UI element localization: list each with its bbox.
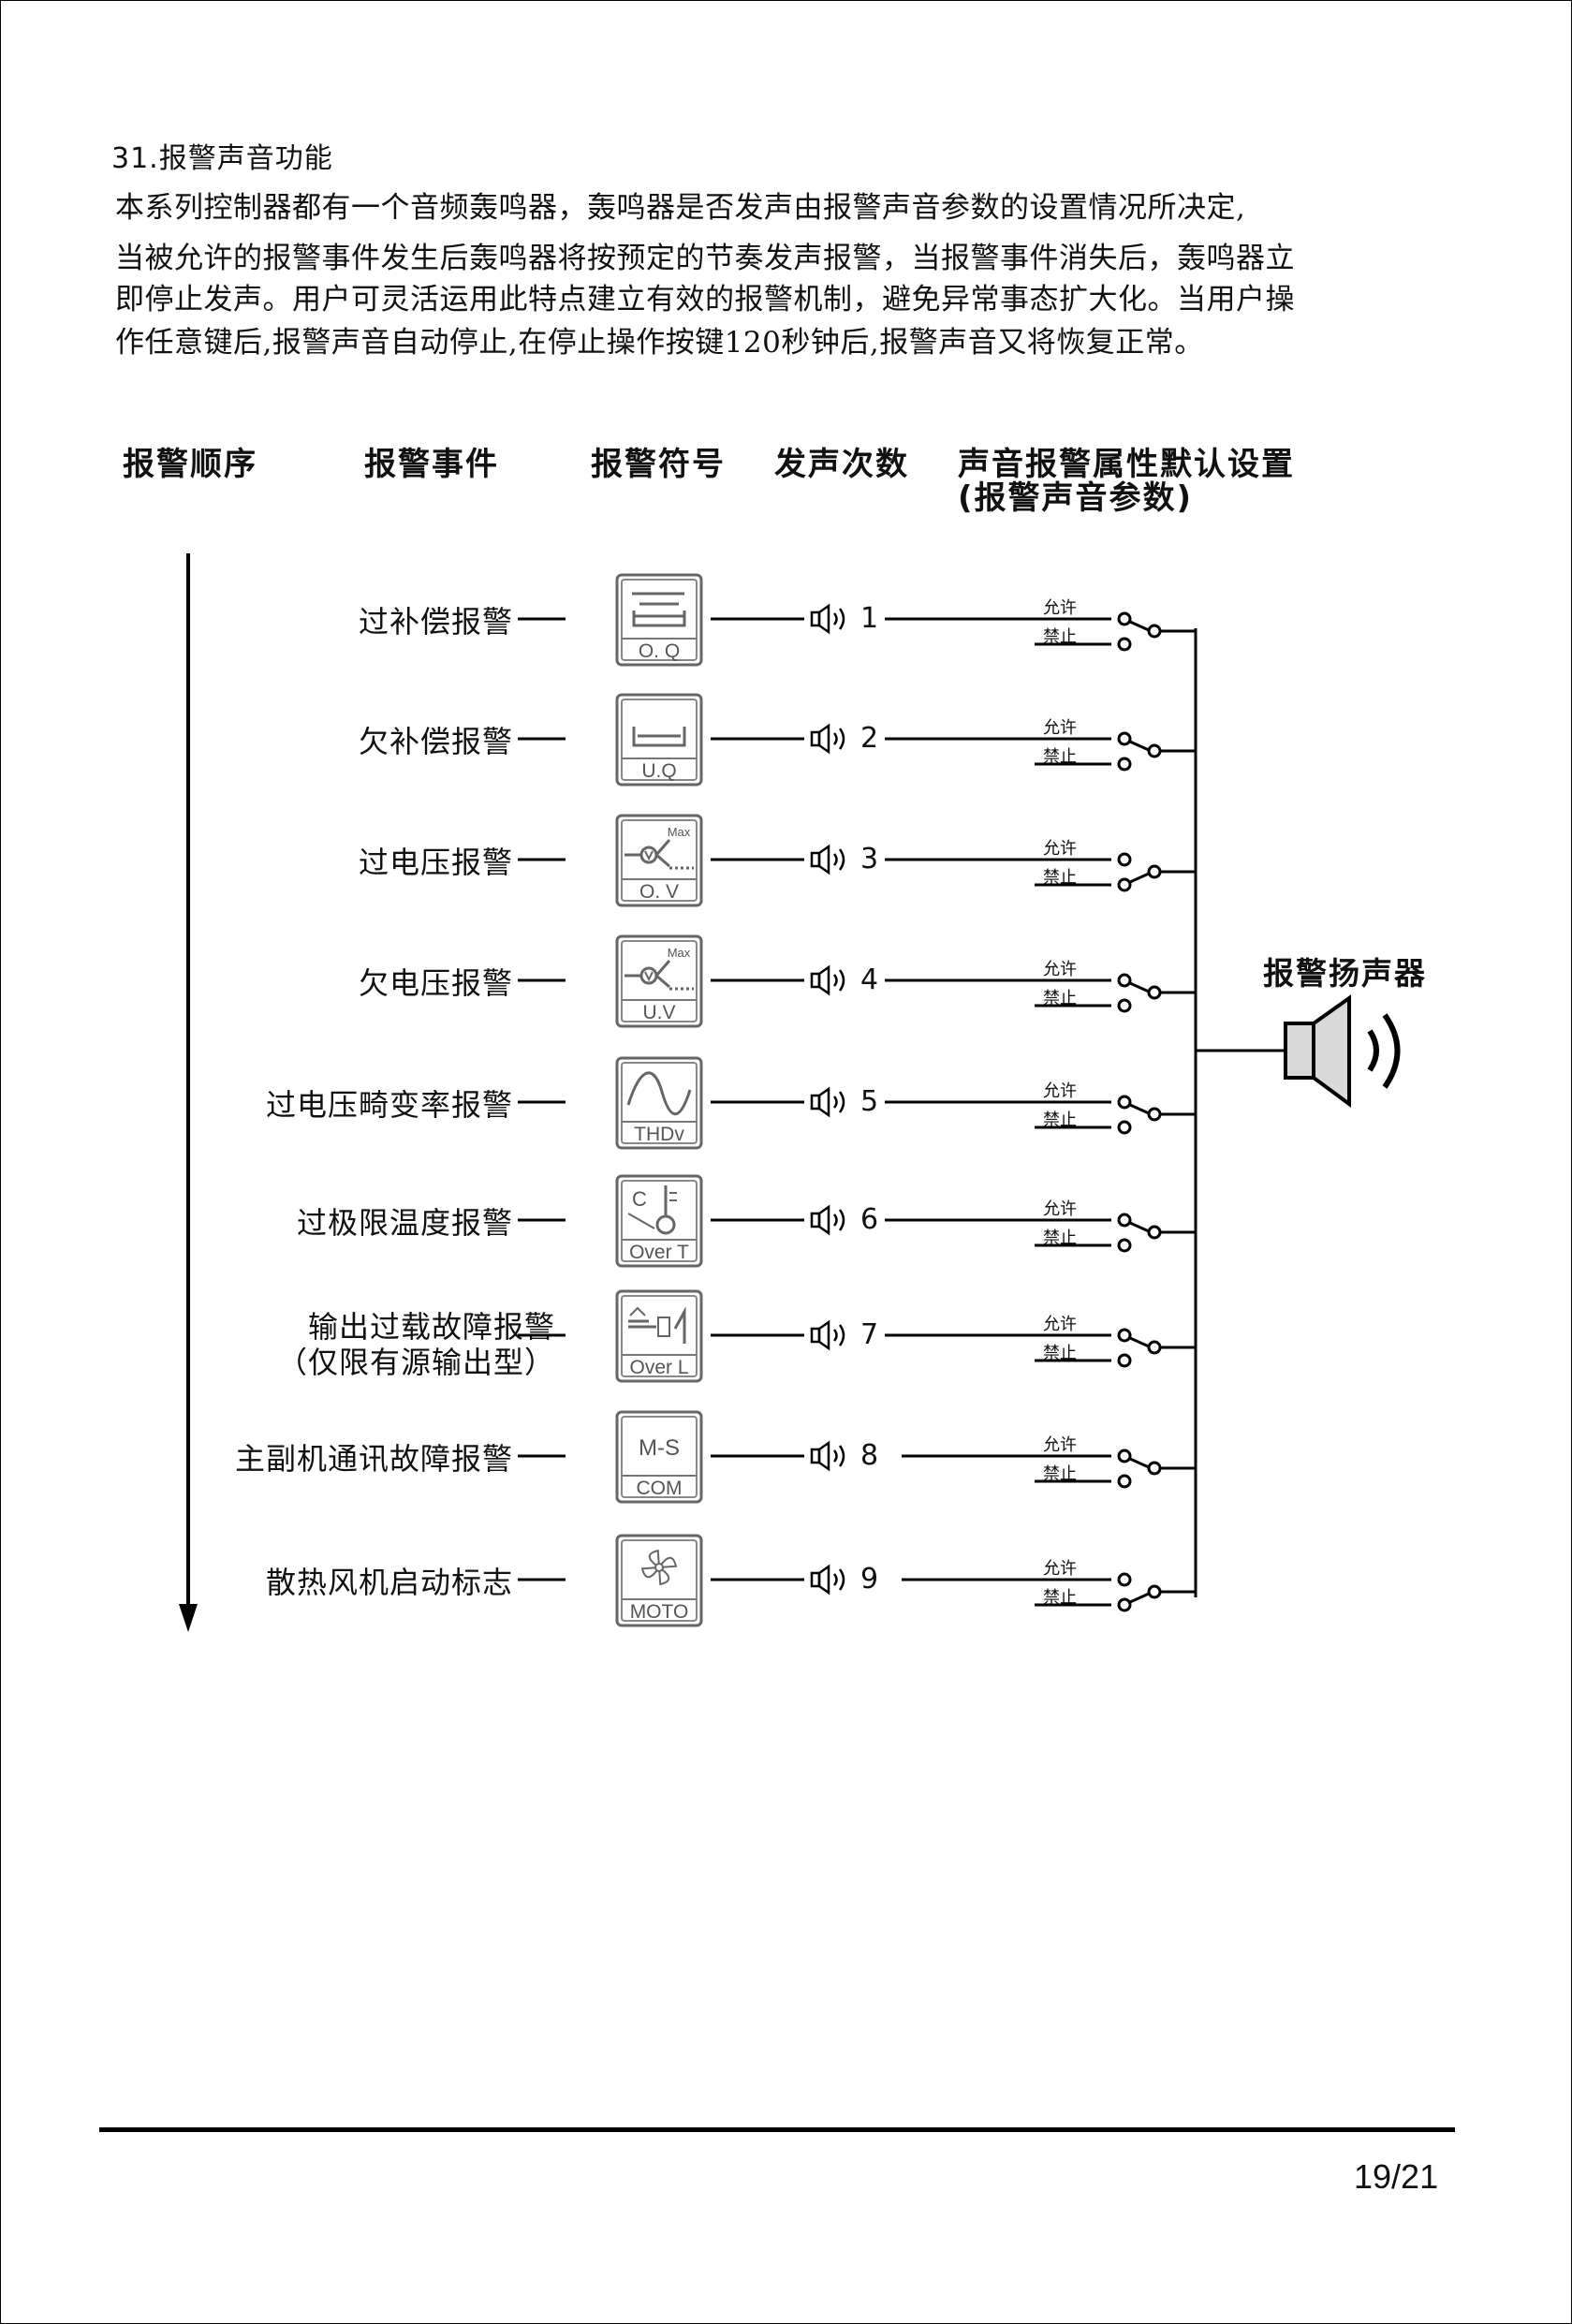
alarm-switch <box>1117 1449 1196 1489</box>
switch-allow-label: 允许 <box>1043 960 1077 979</box>
alarm-switch <box>1117 1328 1196 1368</box>
switch-forbid-label: 禁止 <box>1043 1111 1077 1130</box>
switch-allow-label: 允许 <box>1043 1199 1077 1219</box>
column-header-order: 报警顺序 <box>123 446 257 483</box>
symbol-label: U.Q <box>641 760 676 782</box>
small-speaker-icon <box>810 1204 845 1236</box>
symbol-label: Over T <box>629 1242 689 1263</box>
beep-count: 5 <box>860 1085 879 1118</box>
beep-count: 9 <box>860 1563 879 1596</box>
switch-allow-label: 允许 <box>1043 1559 1077 1579</box>
alarm-switch <box>1117 611 1196 652</box>
alarm-event-label: 散热风机启动标志 <box>265 1565 513 1600</box>
fan-icon: MOTO <box>615 1534 703 1627</box>
speaker-label: 报警扬声器 <box>1263 955 1427 992</box>
paragraph-line-4: 作任意键后,报警声音自动停止,在停止操作按键120秒钟后,报警声音又将恢复正常。 <box>115 326 1204 360</box>
switch-forbid-label: 禁止 <box>1043 989 1077 1008</box>
thd-wave-icon: THDv <box>615 1056 703 1150</box>
column-header-default-sub: (报警声音参数) <box>958 479 1194 517</box>
alarm-switch <box>1117 852 1196 892</box>
symbol-label: Over L <box>629 1357 688 1378</box>
speaker-icon <box>1284 994 1401 1108</box>
alarm-event-label: 过电压报警 <box>358 845 513 880</box>
alarm-switch <box>1117 1572 1196 1612</box>
symbol-label: MOTO <box>630 1601 689 1623</box>
symbol-label: COM <box>637 1478 683 1499</box>
beep-count: 3 <box>860 843 879 875</box>
beep-count: 4 <box>860 963 879 996</box>
switch-allow-label: 允许 <box>1043 839 1077 859</box>
column-header-event: 报警事件 <box>364 446 499 483</box>
beep-count: 7 <box>860 1318 879 1351</box>
footer-rule <box>99 2127 1455 2132</box>
switch-allow-label: 允许 <box>1043 598 1077 618</box>
small-speaker-icon <box>810 844 845 875</box>
symbol-label: O. V <box>639 881 679 903</box>
switch-forbid-label: 禁止 <box>1043 1464 1077 1484</box>
section-heading: 31.报警声音功能 <box>111 142 333 175</box>
symbol-label: U.V <box>642 1002 675 1023</box>
switch-forbid-label: 禁止 <box>1043 627 1077 647</box>
switch-forbid-label: 禁止 <box>1043 1588 1077 1608</box>
alarm-event-label: 欠电压报警 <box>358 965 513 1001</box>
switch-forbid-label: 禁止 <box>1043 1228 1077 1248</box>
svg-text:C: C <box>632 1187 647 1211</box>
master-slave-icon: COM M-S <box>615 1410 703 1504</box>
column-header-count: 发声次数 <box>774 446 909 483</box>
paragraph-line-2: 当被允许的报警事件发生后轰鸣器将按预定的节奏发声报警，当报警事件消失后，轰鸣器立 <box>115 242 1295 275</box>
alarm-event-label: 过极限温度报警 <box>296 1205 513 1241</box>
alarm-switch <box>1117 973 1196 1013</box>
small-speaker-icon <box>810 723 845 755</box>
small-speaker-icon <box>810 603 845 635</box>
alarm-switch <box>1117 1095 1196 1135</box>
switch-forbid-label: 禁止 <box>1043 868 1077 888</box>
thermometer-icon: Over T C <box>615 1174 703 1268</box>
alarm-event-note: （仅限有源输出型） <box>276 1345 555 1380</box>
small-speaker-icon <box>810 1564 845 1596</box>
small-speaker-icon <box>810 1440 845 1472</box>
alarm-event-label: 输出过载故障报警 <box>307 1309 555 1345</box>
svg-text:M-S: M-S <box>639 1435 680 1461</box>
switch-allow-label: 允许 <box>1043 1315 1077 1334</box>
column-header-symbol: 报警符号 <box>591 446 726 483</box>
small-speaker-icon <box>810 1086 845 1118</box>
order-arrow-head <box>179 1604 198 1632</box>
switch-forbid-label: 禁止 <box>1043 747 1077 767</box>
symbol-label: THDv <box>634 1124 684 1145</box>
alarm-switch <box>1117 1213 1196 1253</box>
alarm-event-label: 过电压畸变率报警 <box>265 1087 513 1123</box>
symbol-label: O. Q <box>639 640 680 662</box>
small-speaker-icon <box>810 964 845 996</box>
switch-allow-label: 允许 <box>1043 1435 1077 1455</box>
overload-icon: Over L <box>615 1289 703 1383</box>
column-header-default: 声音报警属性默认设置 <box>958 446 1295 483</box>
alarm-event-label: 过补偿报警 <box>358 604 513 640</box>
page-number: 19/21 <box>1354 2157 1439 2196</box>
switch-allow-label: 允许 <box>1043 1081 1077 1101</box>
alarm-switch <box>1117 731 1196 772</box>
switch-forbid-label: 禁止 <box>1043 1344 1077 1363</box>
beep-count: 2 <box>860 722 879 755</box>
under-compensation-icon: U.Q <box>615 693 703 787</box>
alarm-event-label: 主副机通讯故障报警 <box>234 1441 513 1477</box>
paragraph-line-3: 即停止发声。用户可灵活运用此特点建立有效的报警机制，避免异常事态扩大化。当用户操 <box>115 283 1295 316</box>
over-voltage-icon: O. V Max <box>615 814 703 907</box>
svg-text:Max: Max <box>668 825 691 839</box>
under-voltage-icon: U.V Max <box>615 934 703 1028</box>
alarm-event-label: 欠补偿报警 <box>358 724 513 759</box>
beep-count: 8 <box>860 1439 879 1472</box>
paragraph-line-1: 本系列控制器都有一个音频轰鸣器，轰鸣器是否发声由报警声音参数的设置情况所决定, <box>115 191 1246 225</box>
over-compensation-icon: O. Q <box>615 573 703 667</box>
small-speaker-icon <box>810 1319 845 1351</box>
svg-text:Max: Max <box>668 946 691 960</box>
switch-allow-label: 允许 <box>1043 718 1077 738</box>
beep-count: 6 <box>860 1203 879 1236</box>
beep-count: 1 <box>860 602 879 635</box>
